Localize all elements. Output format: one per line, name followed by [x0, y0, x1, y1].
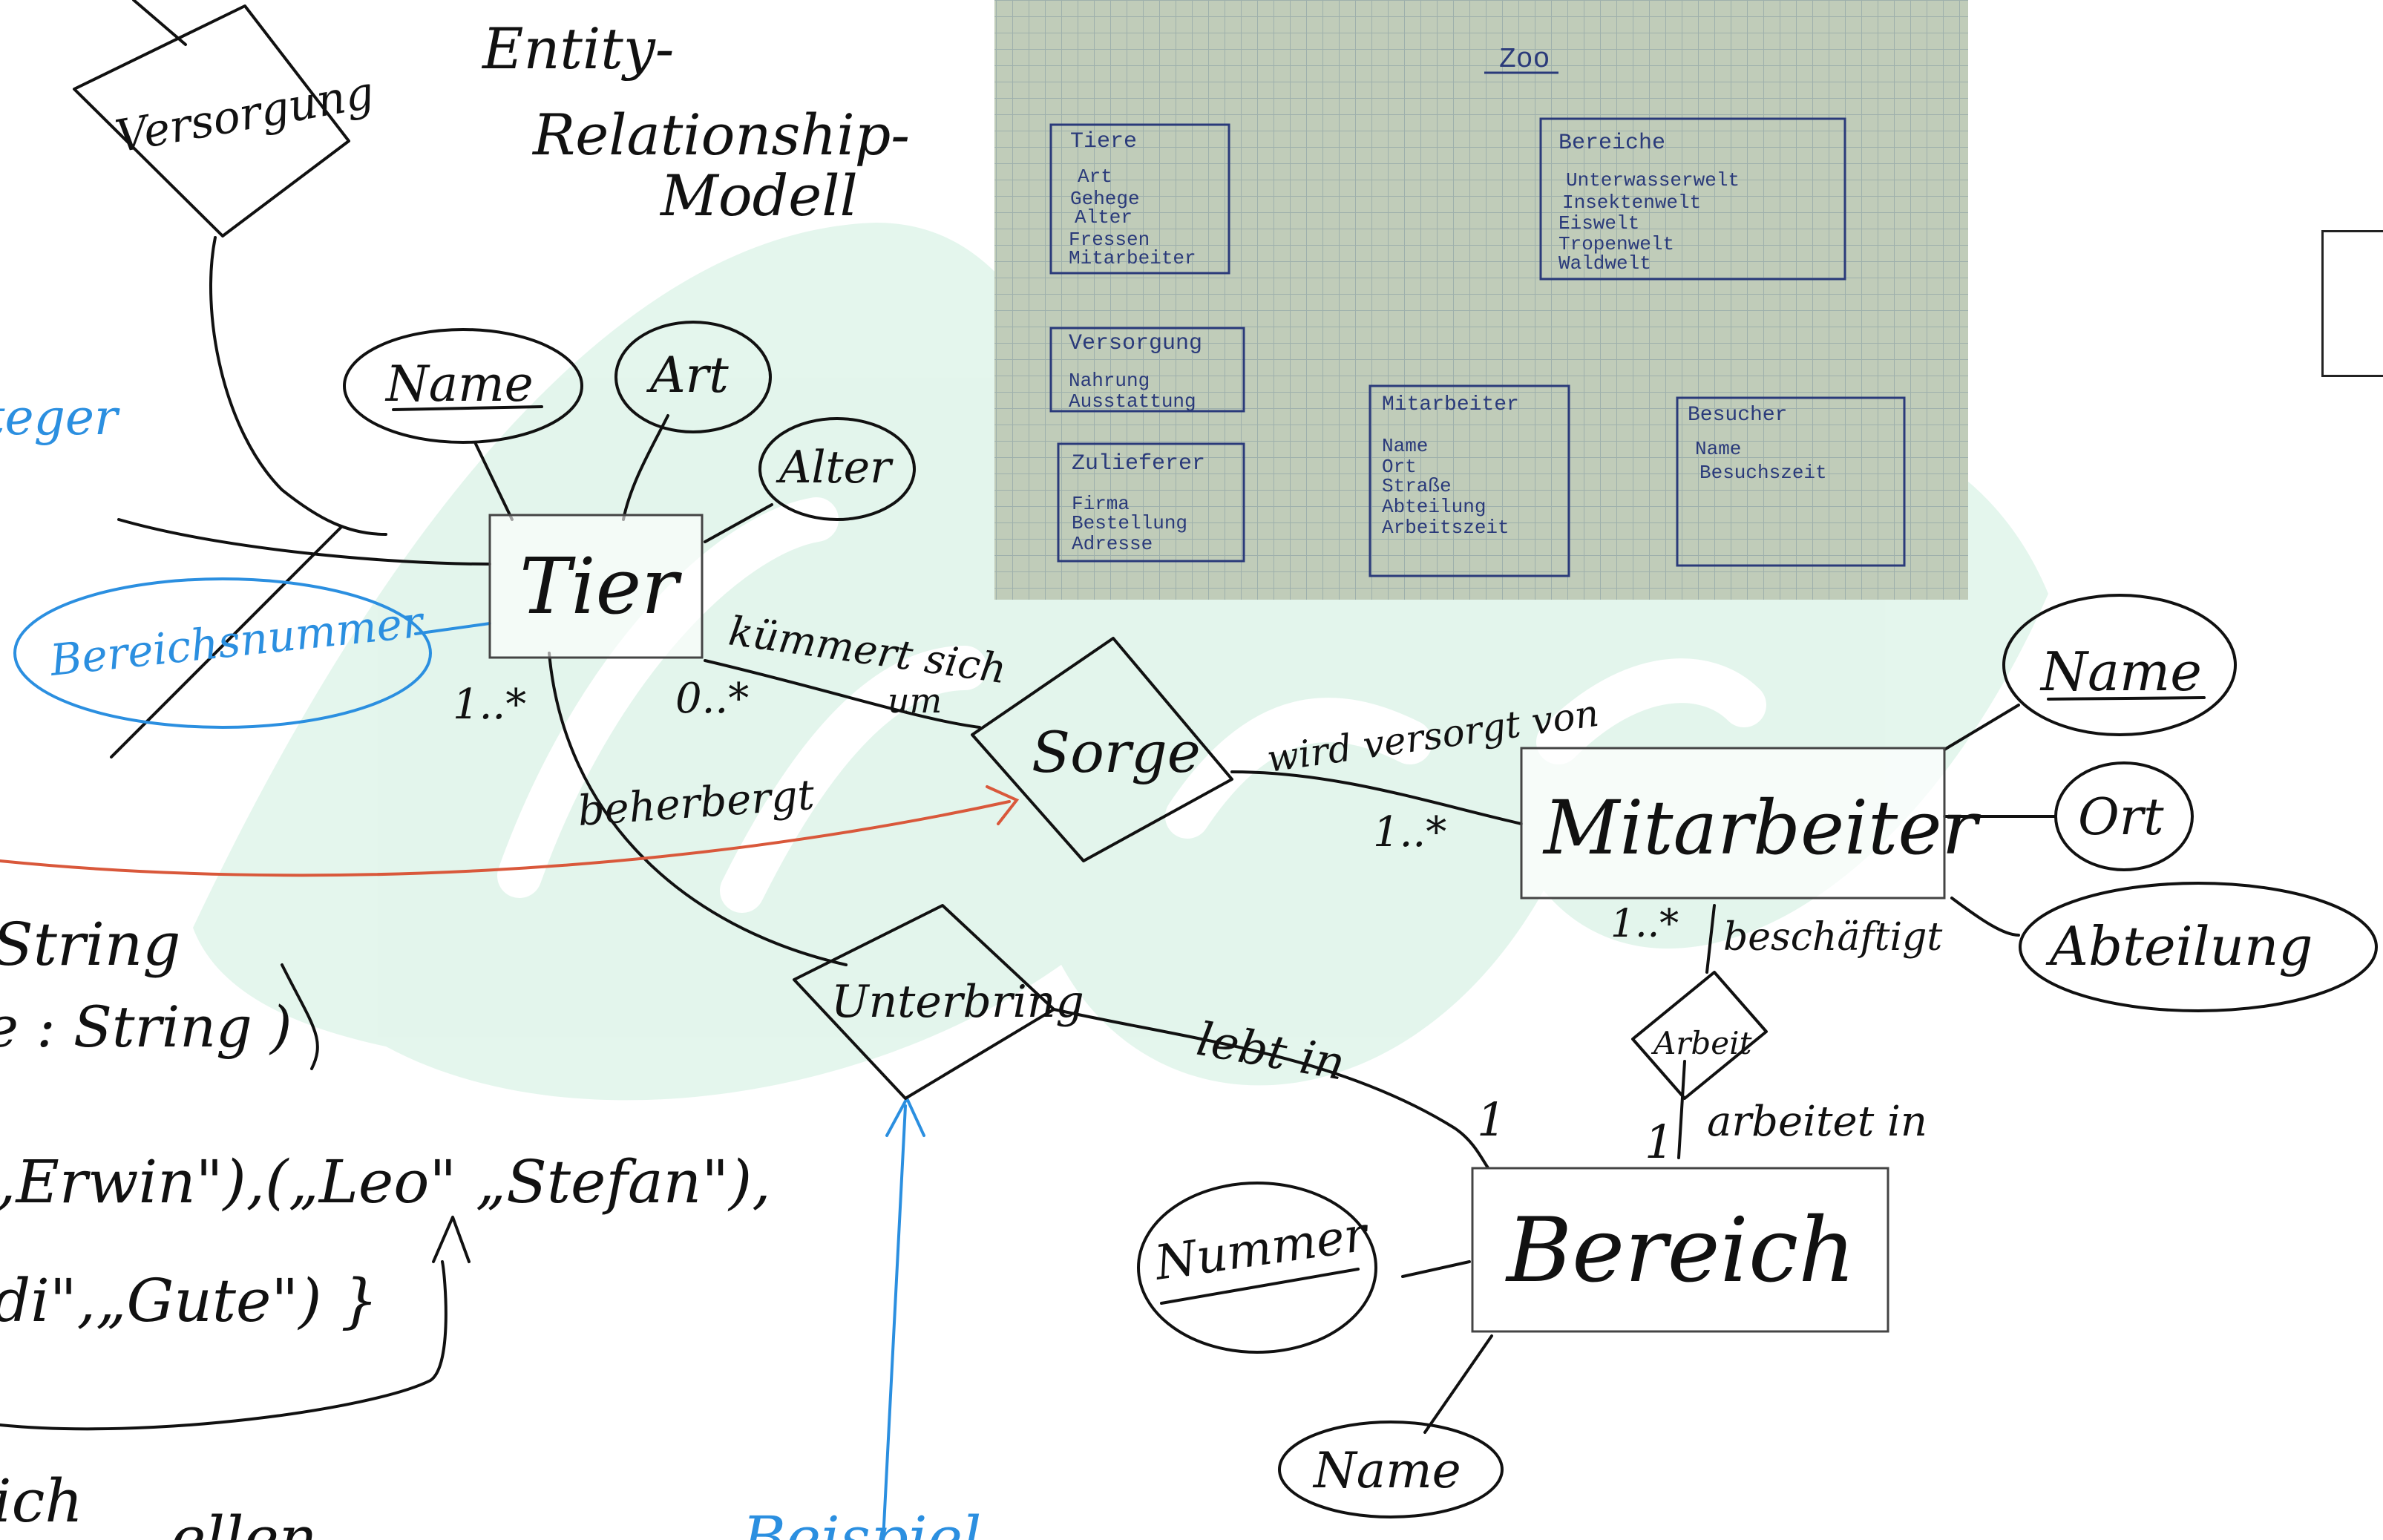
entity-mitarbeiter: Mitarbeiter — [1520, 747, 1982, 900]
photo-tiere-item: Alter — [1075, 206, 1133, 229]
photo-besucher-item: Name — [1695, 438, 1741, 460]
offscreen-box — [2321, 230, 2383, 377]
relationship-versorgung: Versorgung — [73, 4, 378, 237]
attribute-bereich-name-label: Name — [1312, 1442, 1461, 1499]
photo-bereiche-item: Waldwelt — [1558, 252, 1651, 275]
photo-mitarbeiter-item: Abteilung — [1382, 496, 1486, 518]
photo-zulieferer-title: Zulieferer — [1072, 451, 1205, 476]
relationship-arbeit-label: Arbeit — [1651, 1025, 1752, 1061]
photo-versorgung-item: Ausstattung — [1069, 390, 1196, 413]
label-card-mitarbeiter-bottom: 1..* — [1610, 902, 1679, 946]
photo-tiere-item: Gehege — [1070, 188, 1140, 210]
photo-versorgung-title: Versorgung — [1069, 331, 1202, 356]
entity-mitarbeiter-label: Mitarbeiter — [1542, 784, 1982, 871]
code-line-1: String — [0, 910, 181, 979]
attribute-bereich-nummer: Nummer — [1137, 1182, 1377, 1354]
photo-zulieferer-item: Firma — [1072, 493, 1130, 515]
photo-mitarbeiter-item: Straße — [1382, 475, 1452, 497]
photo-mitarbeiter-item: Arbeitszeit — [1382, 517, 1510, 539]
photo-mitarbeiter-item: Name — [1382, 435, 1428, 457]
relationship-unterbringung: Unterbring — [793, 904, 1084, 1100]
attribute-tier-art: Art — [614, 321, 772, 433]
attribute-mitarbeiter-ort-label: Ort — [2078, 788, 2164, 847]
photo-besucher-item: Besuchszeit — [1699, 462, 1827, 484]
attribute-mitarbeiter-name: Name — [2002, 594, 2237, 736]
label-card-tier-left: 1..* — [453, 681, 526, 729]
attribute-tier-name: Name — [343, 328, 583, 444]
entity-tier: Tier — [488, 514, 704, 659]
entity-bereich: Bereich — [1471, 1167, 1889, 1333]
diagram-title: Entity- Relationship- Modell — [481, 16, 910, 229]
relationship-sorge: Sorge — [971, 637, 1233, 862]
photo-tiere-title: Tiere — [1070, 129, 1137, 154]
attribute-tier-alter: Alter — [758, 417, 916, 521]
photo-tiere-item: Mitarbeiter — [1069, 247, 1196, 269]
photo-bereiche-item: Insektenwelt — [1562, 191, 1701, 214]
photo-bereiche-item: Eiswelt — [1558, 212, 1639, 235]
label-arbeitet-in: arbeitet in — [1707, 1098, 1927, 1146]
photo-bereiche-item: Tropenwelt — [1558, 233, 1674, 255]
label-beschaeftigt: beschäftigt — [1723, 915, 1942, 960]
photo-zulieferer-item: Bestellung — [1072, 512, 1187, 534]
attribute-tier-art-label: Art — [646, 347, 729, 404]
attribute-mitarbeiter-abteilung: Abteilung — [2019, 882, 2378, 1012]
title-line-3: Modell — [659, 163, 858, 229]
attribute-tier-alter-label: Alter — [776, 442, 894, 494]
relationship-sorge-label: Sorge — [1032, 719, 1201, 785]
photo-mitarbeiter-item: Ort — [1382, 456, 1417, 478]
entity-tier-label: Tier — [519, 541, 682, 632]
photo-bereiche-item: Unterwasserwelt — [1566, 169, 1740, 191]
code-line-2: e : String ) — [0, 994, 292, 1060]
photo-zulieferer-item: Adresse — [1072, 533, 1153, 555]
attribute-tier-name-label: Name — [384, 355, 534, 413]
attribute-mitarbeiter-name-label: Name — [2039, 640, 2202, 703]
photo-bereiche-title: Bereiche — [1558, 131, 1665, 156]
label-card-mitarbeiter-sorge: 1..* — [1373, 808, 1446, 856]
title-line-1: Entity- — [481, 16, 674, 82]
code-line-3: „Erwin"),(„Leo" „Stefan"), — [0, 1147, 771, 1216]
attribute-mitarbeiter-ort: Ort — [2054, 761, 2194, 871]
attribute-bereich-nummer-label: Nummer — [1150, 1207, 1373, 1291]
relationship-unterbringung-label: Unterbring — [831, 976, 1084, 1028]
entity-bereich-label: Bereich — [1505, 1199, 1855, 1303]
label-card-bereich-right: 1 — [1645, 1115, 1674, 1169]
title-line-2: Relationship- — [531, 102, 910, 168]
attribute-bereich-name: Name — [1278, 1421, 1504, 1518]
photo-heading: Zoo — [1499, 44, 1550, 76]
left-code-notes: String e : String ) „Erwin"),(„Leo" „Ste… — [0, 910, 982, 1540]
bottom-blue-note: Beispiel — [741, 1504, 982, 1540]
photo-tiere-item: Art — [1078, 166, 1112, 188]
code-line-5: ich — [0, 1467, 83, 1536]
relationship-arbeit: Arbeit — [1631, 971, 1768, 1100]
photo-tiere-item: Fressen — [1069, 229, 1150, 251]
label-um: um — [888, 681, 942, 721]
label-card-bereich-left: 1 — [1477, 1092, 1506, 1147]
photo-besucher-title: Besucher — [1688, 404, 1787, 427]
photo-mitarbeiter-title: Mitarbeiter — [1382, 393, 1519, 416]
code-line-4: di",„Gute") } — [0, 1266, 378, 1335]
photo-versorgung-item: Nahrung — [1069, 370, 1150, 392]
label-left-legend: teger — [0, 389, 120, 446]
notebook-photo: Zoo Tiere Art Gehege Alter Fressen Mitar… — [994, 0, 1968, 600]
label-card-tier-sorge: 0..* — [675, 675, 749, 723]
code-line-6: ellen — [171, 1504, 317, 1540]
attribute-mitarbeiter-abteilung-label: Abteilung — [2045, 915, 2313, 977]
